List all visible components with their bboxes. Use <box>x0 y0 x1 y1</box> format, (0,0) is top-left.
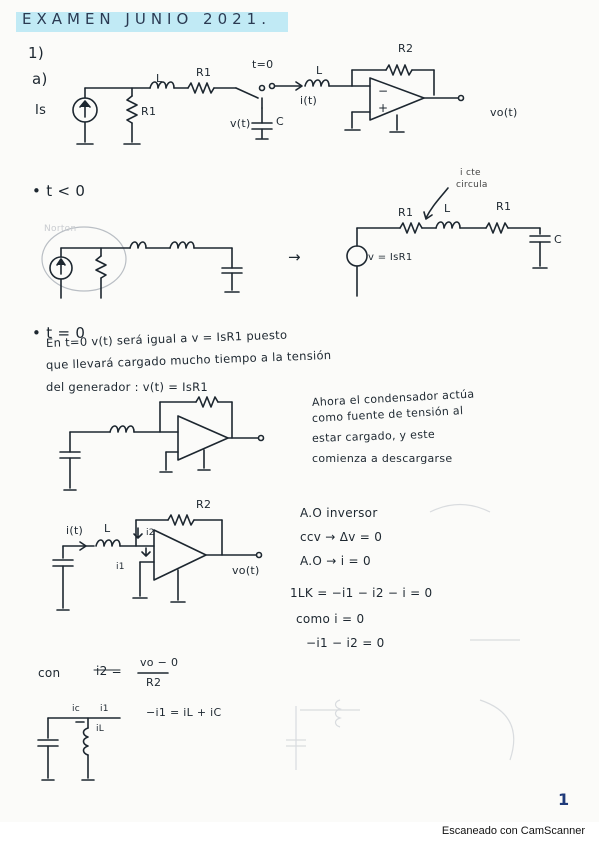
label-t0: t=0 <box>252 58 274 71</box>
label-minus: − <box>378 84 389 98</box>
label-is: Is <box>35 103 47 118</box>
handwritten-circuit-drawings <box>37 64 551 781</box>
label-l-th: L <box>444 202 451 215</box>
label-r1-th: R1 <box>398 206 414 219</box>
circuit-bottom <box>37 717 121 781</box>
eq-bottom: −i1 = iL + iC <box>146 706 222 719</box>
con-label: con <box>38 666 61 680</box>
circuit-t-lt-0 <box>41 226 243 299</box>
label-il: iL <box>96 724 105 734</box>
fraction-numerator: vo − 0 <box>140 656 179 669</box>
norton-label: Norton <box>44 224 77 234</box>
page-number: 1 <box>558 790 570 809</box>
label-it-an: i(t) <box>66 524 84 537</box>
notebook-page: EXAMEN JUNIO 2021. <box>16 10 570 809</box>
case-t-lt-0: • t < 0 <box>32 182 86 200</box>
circuit-thevenin <box>346 187 551 297</box>
annot-circula: circula <box>456 180 488 190</box>
label-vo-an: vo(t) <box>232 564 260 577</box>
eq-como: como i = 0 <box>296 612 365 626</box>
label-r2-a: R2 <box>398 42 414 55</box>
scanner-footer: Escaneado con CamScanner <box>441 825 585 837</box>
equivalence-arrow: → <box>288 248 301 266</box>
eq-ccv: ccv → Δv = 0 <box>300 530 383 544</box>
eq-1lk: 1LK = −i1 − i2 − i = 0 <box>290 586 433 600</box>
fraction-denominator: R2 <box>146 676 162 689</box>
title-highlight <box>16 12 288 32</box>
text-line-3: del generador : v(t) = IsR1 <box>46 380 209 394</box>
label-r2-an: R2 <box>196 498 212 511</box>
subproblem-a: a) <box>32 70 48 88</box>
eq-ao-inversor: A.O inversor <box>300 506 378 520</box>
explain-line-4: comienza a descargarse <box>312 452 453 465</box>
eq-ao-i0: A.O → i = 0 <box>300 554 371 568</box>
label-r1-a: R1 <box>196 66 212 79</box>
label-l2: L <box>316 64 323 77</box>
annot-i-cte: i cte <box>460 168 481 178</box>
label-l-an: L <box>104 522 111 535</box>
label-c-a: C <box>276 115 284 128</box>
page-title: EXAMEN JUNIO 2021. <box>22 10 271 28</box>
eq-sum: −i1 − i2 = 0 <box>306 636 385 650</box>
label-r1b-th: R1 <box>496 200 512 213</box>
label-plus: + <box>378 101 389 115</box>
circuit-t-eq-0 <box>59 396 265 491</box>
label-i1: i1 <box>116 562 125 572</box>
case-t-eq-0: • t = 0 <box>32 324 86 342</box>
label-l-a: L <box>156 72 163 85</box>
circuit-analysis <box>52 514 263 611</box>
circuit-a <box>72 64 465 145</box>
label-vt: v(t) <box>230 117 251 130</box>
label-c-th: C <box>554 233 562 246</box>
label-vot: vo(t) <box>490 106 518 119</box>
problem-number: 1) <box>28 44 44 62</box>
label-v-isr1: v = IsR1 <box>368 252 413 263</box>
label-i2: i2 <box>146 528 155 538</box>
label-r1-vertical: R1 <box>141 105 157 118</box>
label-it-a: i(t) <box>300 94 318 107</box>
label-ic: ic <box>72 704 81 714</box>
i2-lhs: i2 = <box>96 664 123 678</box>
label-i1-b: i1 <box>100 704 109 714</box>
